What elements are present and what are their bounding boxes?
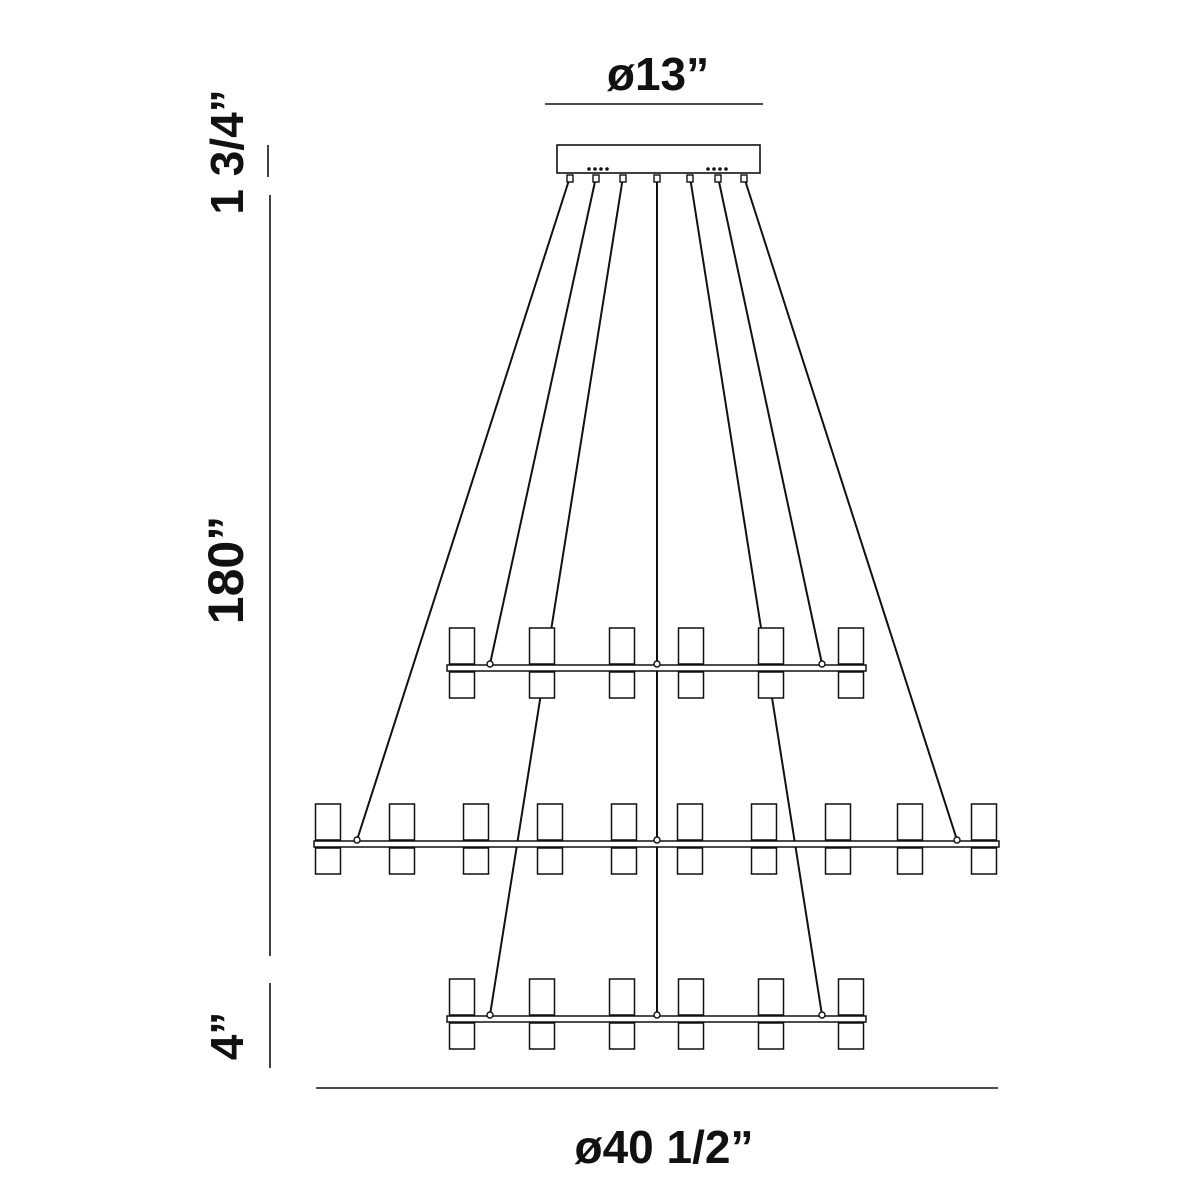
lower-shade bbox=[608, 671, 636, 699]
lower-shade bbox=[757, 671, 785, 699]
lower-shade bbox=[750, 847, 778, 875]
lower-shade bbox=[528, 1022, 556, 1050]
upper-shade bbox=[528, 978, 556, 1016]
upper-shade bbox=[837, 978, 865, 1016]
lower-shade bbox=[610, 847, 638, 875]
cable bbox=[489, 176, 597, 665]
lower-shade bbox=[757, 1022, 785, 1050]
cable-clips bbox=[566, 174, 748, 183]
upper-tier bbox=[446, 627, 867, 699]
upper-shade bbox=[388, 803, 416, 841]
upper-shade bbox=[757, 978, 785, 1016]
upper-shade bbox=[608, 978, 636, 1016]
lower-shade bbox=[837, 671, 865, 699]
upper-shade bbox=[462, 803, 490, 841]
lower-shade bbox=[677, 1022, 705, 1050]
lower-tier bbox=[446, 978, 867, 1050]
upper-shade bbox=[757, 627, 785, 665]
upper-shade bbox=[677, 978, 705, 1016]
upper-shade bbox=[676, 803, 704, 841]
upper-shade bbox=[314, 803, 342, 841]
cable bbox=[743, 176, 958, 841]
lower-shade bbox=[448, 1022, 476, 1050]
suspension-cables bbox=[356, 176, 958, 1016]
middle-tier bbox=[313, 803, 1000, 875]
dimension-lines bbox=[267, 103, 998, 1089]
lower-shade bbox=[824, 847, 852, 875]
upper-shade bbox=[448, 978, 476, 1016]
cable bbox=[689, 176, 823, 1016]
overall-height-label: 180” bbox=[198, 516, 254, 624]
lower-shade bbox=[448, 671, 476, 699]
canopy-screws bbox=[587, 167, 728, 171]
lower-shade bbox=[837, 1022, 865, 1050]
lower-shade bbox=[676, 847, 704, 875]
lower-shade bbox=[896, 847, 924, 875]
upper-shade bbox=[528, 627, 556, 665]
lower-shade bbox=[314, 847, 342, 875]
lower-shade bbox=[388, 847, 416, 875]
lower-shade bbox=[536, 847, 564, 875]
lower-shade bbox=[608, 1022, 636, 1050]
upper-shade bbox=[750, 803, 778, 841]
upper-shade bbox=[536, 803, 564, 841]
upper-shade bbox=[608, 627, 636, 665]
attach-points bbox=[353, 660, 961, 1019]
cable bbox=[717, 176, 823, 665]
cable bbox=[489, 176, 624, 1016]
cable bbox=[356, 176, 571, 841]
upper-shade bbox=[610, 803, 638, 841]
canopy-diameter-label: ø13” bbox=[607, 48, 709, 100]
upper-shade bbox=[970, 803, 998, 841]
upper-shade bbox=[448, 627, 476, 665]
upper-shade bbox=[896, 803, 924, 841]
upper-shade bbox=[677, 627, 705, 665]
fixture-diameter-label: ø40 1/2” bbox=[575, 1121, 754, 1173]
lower-shade bbox=[677, 671, 705, 699]
lower-shade bbox=[528, 671, 556, 699]
upper-shade bbox=[824, 803, 852, 841]
tier-height-label: 4” bbox=[201, 1012, 253, 1061]
canopy-height-label: 1 3/4” bbox=[201, 89, 253, 214]
canopy bbox=[556, 144, 761, 174]
upper-shade bbox=[837, 627, 865, 665]
lower-shade bbox=[970, 847, 998, 875]
lower-shade bbox=[462, 847, 490, 875]
